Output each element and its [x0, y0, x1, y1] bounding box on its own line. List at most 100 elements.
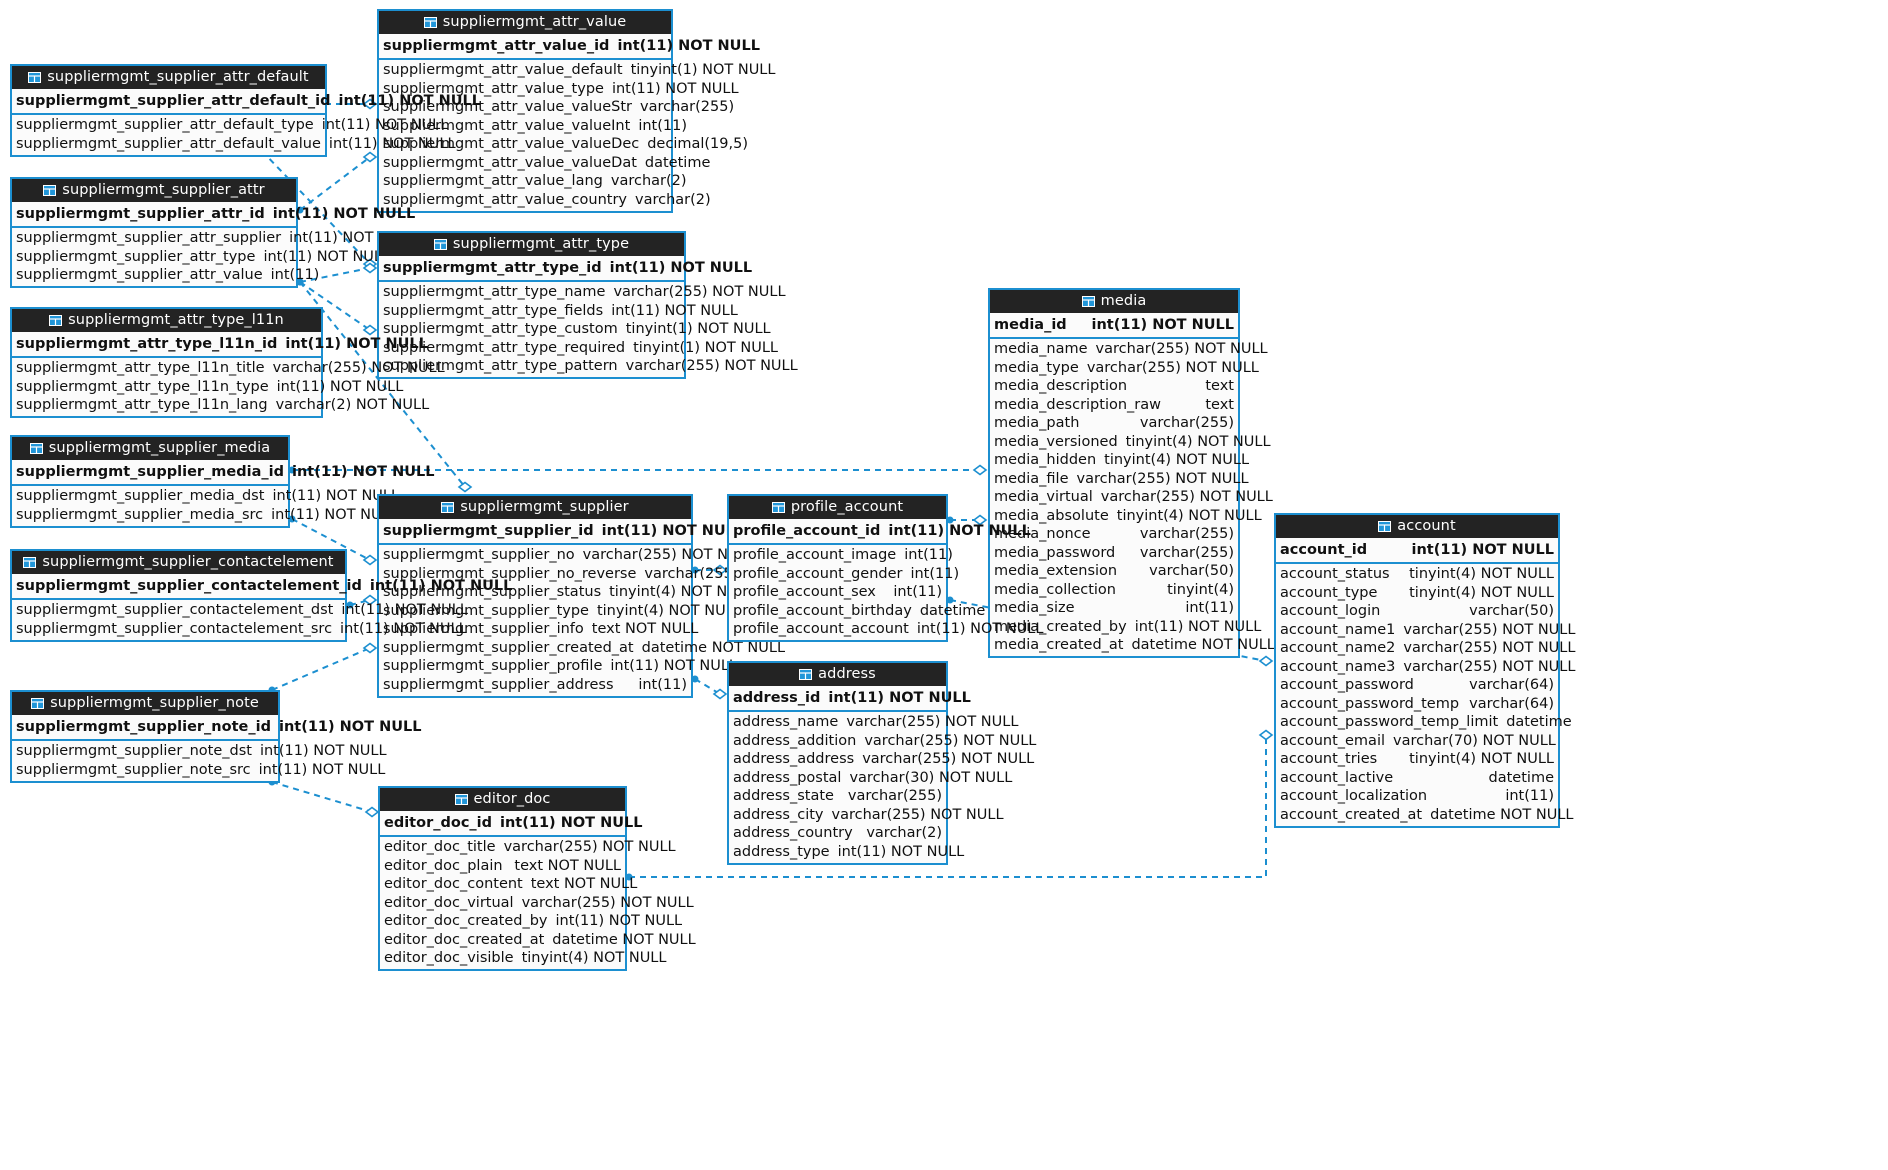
field-row[interactable]: suppliermgmt_supplier_contactelement_dst… — [12, 601, 468, 620]
field-row[interactable]: suppliermgmt_supplier_attr_default_value… — [12, 135, 456, 154]
